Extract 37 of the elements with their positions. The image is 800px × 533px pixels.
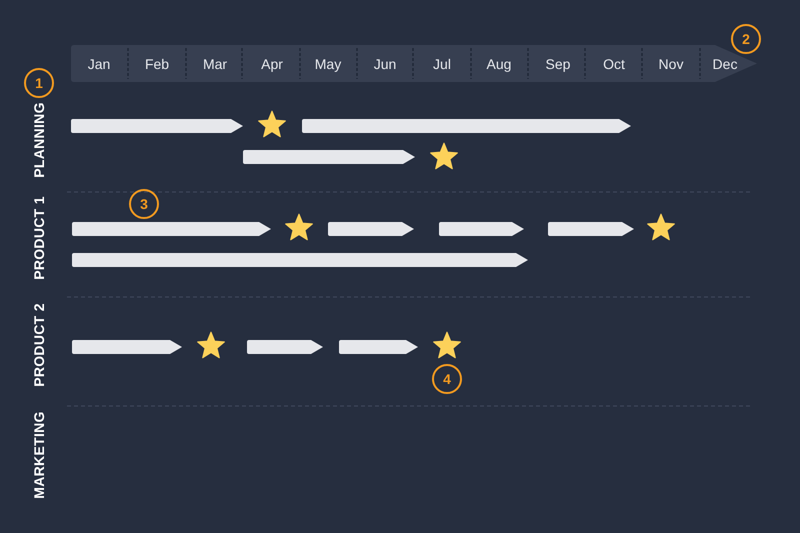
- callout-number: 1: [24, 68, 54, 98]
- star-icon: [196, 331, 226, 360]
- month-label: Jan: [88, 56, 110, 72]
- star-icon: [257, 110, 287, 139]
- month-label: Mar: [202, 56, 228, 72]
- row-label: MARKETING: [32, 411, 46, 499]
- callout-number: 2: [731, 24, 761, 54]
- row-label: PLANNING: [32, 102, 46, 178]
- task-bar: [72, 340, 182, 354]
- star-icon: [284, 213, 314, 242]
- task-bar: [328, 222, 414, 236]
- callout-number: 4: [432, 364, 462, 394]
- task-bar: [548, 222, 634, 236]
- star-icon: [429, 142, 459, 171]
- month-label: Apr: [261, 56, 283, 72]
- task-bar: [72, 222, 271, 236]
- row-label: PRODUCT 2: [32, 303, 46, 387]
- star-icon: [432, 331, 462, 360]
- month-label: Jun: [374, 56, 396, 72]
- month-label: May: [314, 56, 342, 72]
- month-label: Dec: [712, 56, 738, 72]
- task-bar: [247, 340, 323, 354]
- callout-number: 3: [129, 189, 159, 219]
- month-label: Sep: [546, 56, 570, 72]
- task-bar: [72, 253, 528, 267]
- month-label: Nov: [658, 56, 684, 72]
- month-label: Jul: [433, 56, 451, 72]
- month-label: Aug: [486, 56, 512, 72]
- task-bar: [71, 119, 243, 133]
- task-bar: [243, 150, 415, 164]
- star-icon: [646, 213, 676, 242]
- task-bar: [302, 119, 631, 133]
- task-bar: [339, 340, 418, 354]
- month-label: Feb: [144, 56, 170, 72]
- month-label: Oct: [603, 56, 625, 72]
- task-bar: [439, 222, 524, 236]
- row-label: PRODUCT 1: [32, 196, 46, 280]
